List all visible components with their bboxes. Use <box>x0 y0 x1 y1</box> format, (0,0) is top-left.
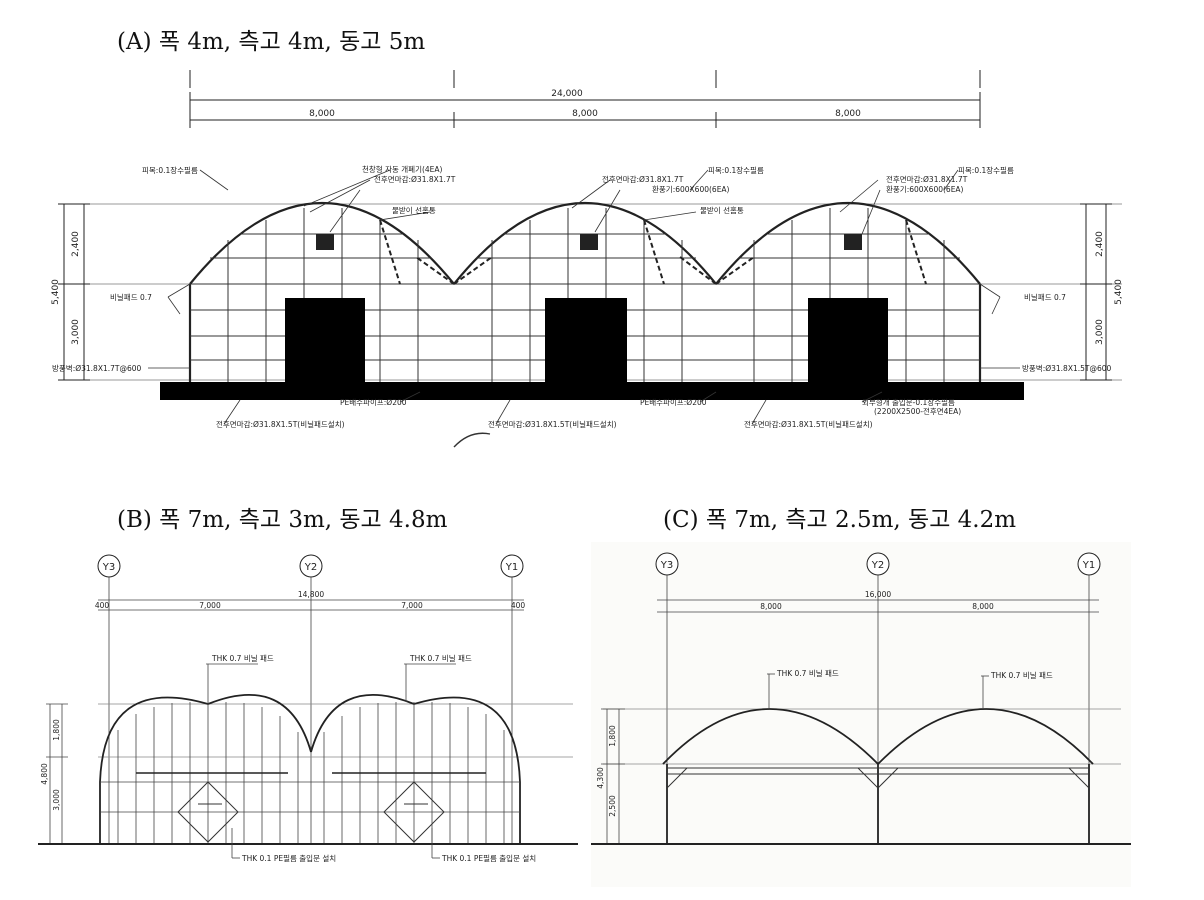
c-dim-height-roof: 1,800 <box>608 725 617 747</box>
a-label-pad-install-2: 전후면마감:Ø31.8X1.5T(비닐패드설치) <box>488 419 617 429</box>
a-dim-total: 24,000 <box>551 89 583 99</box>
b-marker-y2: Y2 <box>304 562 317 573</box>
caption-a: (A) 폭 4m, 측고 4m, 동고 5m <box>117 29 426 55</box>
a-label-gutter-1: 물받이 선홈통 <box>392 205 436 215</box>
c-label-pad-2: THK 0.7 비닐 패드 <box>990 670 1053 680</box>
b-dim-height-total: 4,800 <box>40 763 49 785</box>
panel-c-drawing: Y3 Y2 Y1 16,000 <box>591 542 1131 887</box>
a-label-gutter-2: 물받이 선홈통 <box>700 205 744 215</box>
b-dim-height-roof: 1,800 <box>52 719 61 741</box>
c-dim-height-total: 4,300 <box>596 767 605 789</box>
a-dim-span-1: 8,000 <box>309 109 335 119</box>
b-label-pad-2: THK 0.7 비닐 패드 <box>409 653 472 663</box>
b-marker-y3: Y3 <box>102 562 115 573</box>
c-marker-y2: Y2 <box>871 560 884 571</box>
a-label-film-2: 피복:0.1장수필름 <box>708 165 764 175</box>
c-dim-total: 16,000 <box>865 590 891 599</box>
b-dim-edge-right: 400 <box>511 601 526 610</box>
c-marker-y3: Y3 <box>660 560 673 571</box>
a-dim-span-2: 8,000 <box>572 109 598 119</box>
a-label-arch-pipe-2: 전후면마감:Ø31.8X1.7T <box>602 174 684 184</box>
a-label-fan-3: 환풍기:600X600(6EA) <box>886 184 964 194</box>
panel-a-drawing: 24,000 8,000 8,000 8,000 5,400 2,400 3,0… <box>51 70 1124 448</box>
a-label-fan-2: 환풍기:600X600(6EA) <box>652 184 730 194</box>
b-marker-y1: Y1 <box>505 562 518 573</box>
a-label-arch-pipe-1: 전후면마감:Ø31.8X1.7T <box>374 174 456 184</box>
panel-b-drawing: Y3 Y2 Y1 <box>38 554 578 863</box>
c-marker-y1: Y1 <box>1082 560 1095 571</box>
a-label-door: 외부형개 출입문-0.1장수필름 <box>862 397 955 407</box>
a-label-vent-open: 천창형 자동 개폐기(4EA) <box>362 164 443 174</box>
a-label-drain-2: PE배수파이프:Ø200 <box>640 397 707 407</box>
a-label-pad-install-1: 전후면마감:Ø31.8X1.5T(비닐패드설치) <box>216 419 345 429</box>
b-dim-span-1: 7,000 <box>199 601 221 610</box>
caption-b: (B) 폭 7m, 측고 3m, 동고 4.8m <box>117 507 448 533</box>
a-label-drain-1: PE배수파이프:Ø200 <box>340 397 407 407</box>
b-dim-height-side: 3,000 <box>52 789 61 811</box>
b-label-net-1: THK 0.1 PE필름 출입문 설치 <box>241 853 336 863</box>
c-dim-span-2: 8,000 <box>972 602 994 611</box>
a-label-side-wall-left: 방풍벽:Ø31.8X1.7T@600 <box>52 363 142 373</box>
a-label-vinyl-pad-left: 비닐패드 0.7 <box>110 292 152 302</box>
a-dim-height-total-right: 5,400 <box>1114 279 1124 305</box>
b-label-net-2: THK 0.1 PE필름 출입문 설치 <box>441 853 536 863</box>
a-dim-height-roof-right: 2,400 <box>1095 231 1105 257</box>
a-label-film-3: 피복:0.1장수필름 <box>958 165 1014 175</box>
c-label-pad-1: THK 0.7 비닐 패드 <box>776 668 839 678</box>
a-dim-height-side-right: 3,000 <box>1095 319 1105 345</box>
a-dim-height-side-left: 3,000 <box>71 319 81 345</box>
b-dim-span-2: 7,000 <box>401 601 423 610</box>
a-label-door-size: (2200X2500-전후면4EA) <box>874 406 961 416</box>
c-dim-height-side: 2,500 <box>608 795 617 817</box>
a-dim-height-total-left: 5,400 <box>51 279 61 305</box>
a-label-pad-install-3: 전후면마감:Ø31.8X1.5T(비닐패드설치) <box>744 419 873 429</box>
b-dim-total: 14,800 <box>298 590 324 599</box>
b-label-pad-1: THK 0.7 비닐 패드 <box>211 653 274 663</box>
a-label-side-wall-right: 방풍벽:Ø31.8X1.5T@600 <box>1022 363 1112 373</box>
a-dim-span-3: 8,000 <box>835 109 861 119</box>
b-dim-edge-left: 400 <box>95 601 110 610</box>
c-dim-span-1: 8,000 <box>760 602 782 611</box>
caption-c: (C) 폭 7m, 측고 2.5m, 동고 4.2m <box>663 507 1017 533</box>
a-label-vinyl-pad-right: 비닐패드 0.7 <box>1024 292 1066 302</box>
a-label-film-1: 피복:0.1장수필름 <box>142 165 198 175</box>
a-label-arch-pipe-3: 전후면마감:Ø31.8X1.7T <box>886 174 968 184</box>
a-dim-height-roof-left: 2,400 <box>71 231 81 257</box>
